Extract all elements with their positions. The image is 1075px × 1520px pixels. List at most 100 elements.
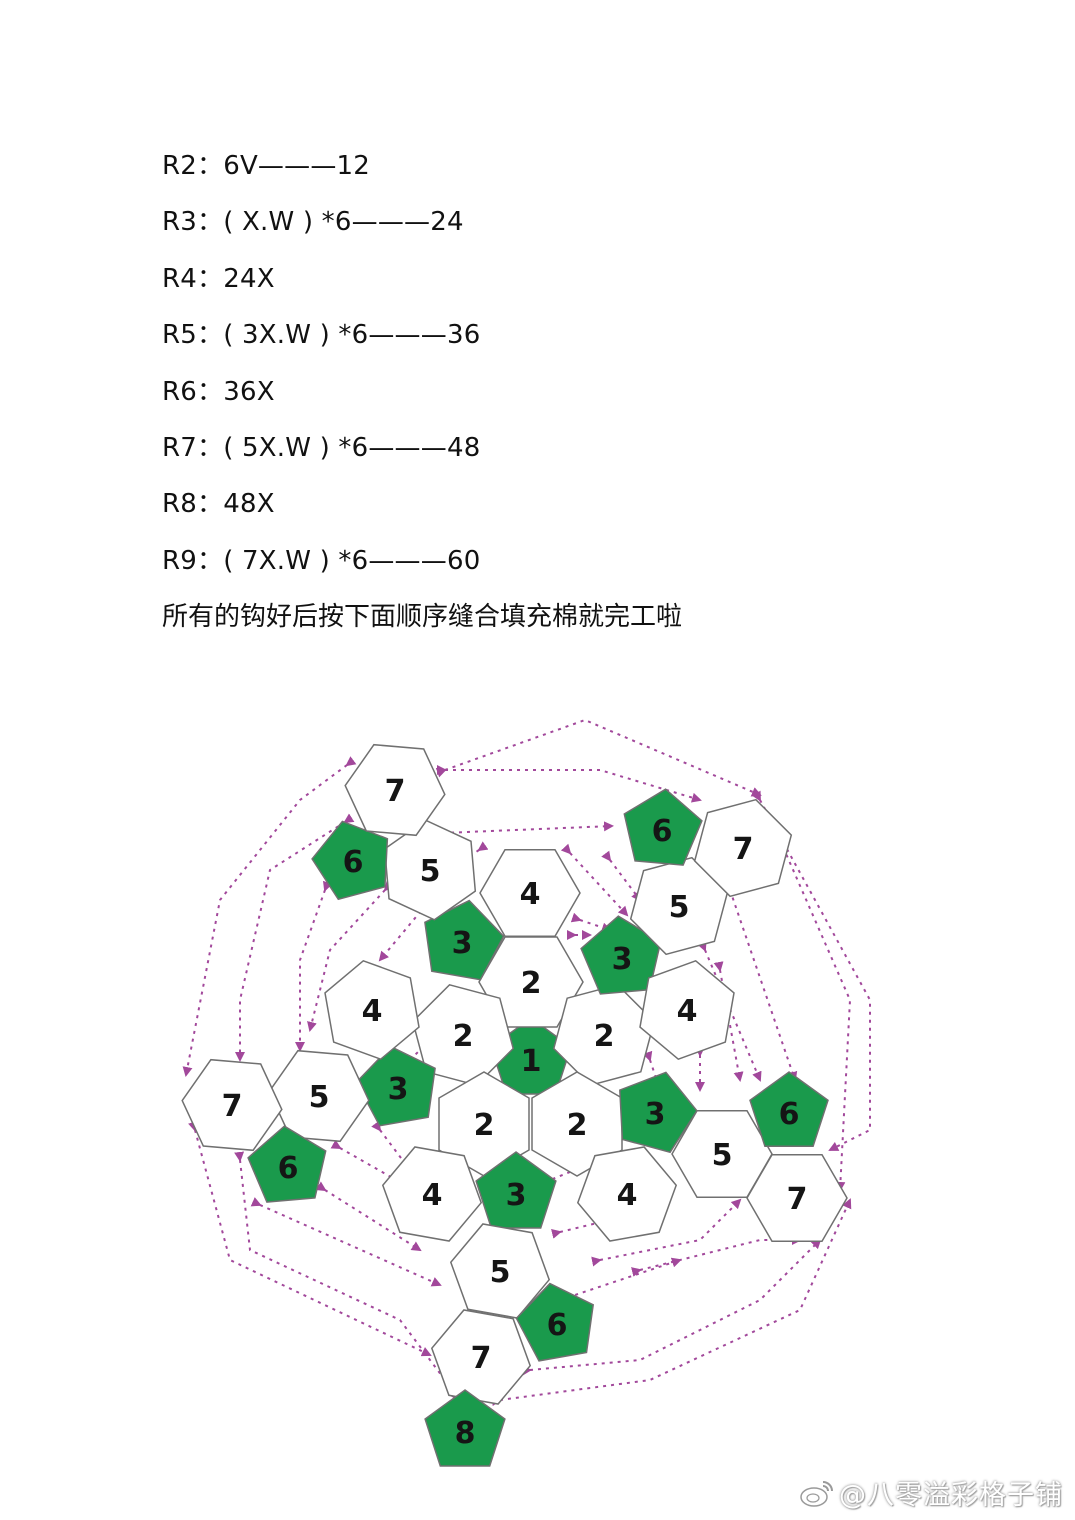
hexagon-piece-2: 2 (531, 1071, 623, 1177)
row-instruction-r7: R7：( 5X.W ) *6———48 (162, 432, 481, 463)
piece-number-label: 2 (521, 966, 542, 1001)
piece-number-label: 3 (452, 926, 473, 961)
pentagon-shape (475, 1151, 557, 1229)
piece-number-label: 7 (222, 1089, 243, 1124)
hexagon-piece-7: 7 (344, 743, 446, 837)
piece-number-label: 5 (669, 890, 690, 925)
watermark: @八零溢彩格子铺 (799, 1473, 1063, 1512)
piece-number-label: 3 (612, 942, 633, 977)
piece-number-label: 7 (385, 774, 406, 809)
seam-arrow (295, 880, 333, 1052)
piece-number-label: 3 (388, 1072, 409, 1107)
hexagon-piece-7: 7 (430, 1309, 532, 1405)
pentagon-piece-8: 8 (424, 1389, 506, 1467)
hexagon-piece-2: 2 (552, 983, 656, 1087)
pentagon-shape (623, 788, 703, 866)
hexagon-piece-7: 7 (181, 1058, 283, 1152)
pentagon-piece-3: 3 (355, 1045, 436, 1127)
piece-number-label: 7 (733, 832, 754, 867)
pentagon-shape (619, 1071, 698, 1154)
hexagon-piece-5: 5 (629, 856, 729, 956)
piece-number-label: 4 (617, 1178, 638, 1213)
hexagon-piece-2: 2 (438, 1071, 530, 1177)
hexagon-piece-5: 5 (268, 1049, 370, 1143)
piece-number-label: 5 (309, 1080, 330, 1115)
piece-number-label: 6 (547, 1308, 568, 1343)
hexagon-piece-4: 4 (576, 1146, 678, 1242)
pentagon-piece-3: 3 (475, 1151, 557, 1229)
piece-number-label: 3 (506, 1178, 527, 1213)
weibo-icon (800, 1480, 833, 1507)
hexagon-piece-4: 4 (479, 848, 581, 938)
piece-number-label: 1 (521, 1044, 542, 1079)
crochet-instructions: R2：6V———12 R3：( X.W ) *6———24 R4：24X R5：… (162, 138, 682, 645)
seam-arrow (535, 1166, 582, 1190)
hexagon-piece-7: 7 (746, 1153, 848, 1243)
row-instruction-r6: R6：36X (162, 376, 275, 407)
hexagon-shape (324, 959, 420, 1061)
pentagon-shape (424, 1389, 506, 1467)
row-instruction-r3: R3：( X.W ) *6———24 (162, 207, 464, 238)
hexagon-shape (629, 856, 729, 956)
piece-number-label: 5 (490, 1255, 511, 1290)
piece-number-label: 4 (677, 994, 698, 1029)
hexagon-shape (381, 1146, 483, 1242)
piece-number-label: 2 (474, 1108, 495, 1143)
piece-number-label: 2 (453, 1019, 474, 1054)
hexagon-shape (576, 1146, 678, 1242)
hexagon-piece-7: 7 (693, 798, 793, 898)
seam-arrow (188, 1120, 432, 1357)
watermark-text: @八零溢彩格子铺 (839, 1480, 1063, 1511)
row-instruction-r5: R5：( 3X.W ) *6———36 (162, 320, 481, 351)
seam-arrow (631, 1235, 802, 1277)
pentagon-shape (311, 820, 389, 901)
row-instruction-r8: R8：48X (162, 489, 275, 520)
pentagon-piece-6: 6 (515, 1282, 595, 1362)
pentagon-piece-3: 3 (580, 915, 662, 995)
hexagon-piece-4: 4 (381, 1146, 483, 1242)
piece-number-label: 7 (787, 1182, 808, 1217)
piece-number-label: 4 (422, 1178, 443, 1213)
piece-number-label: 6 (343, 845, 364, 880)
hexagon-shape (746, 1153, 848, 1243)
piece-number-label: 4 (362, 994, 383, 1029)
piece-number-label: 5 (420, 854, 441, 889)
pentagon-piece-1: 1 (490, 1017, 572, 1095)
seam-arrow (491, 1198, 852, 1407)
hexagon-piece-4: 4 (639, 959, 735, 1061)
piece-number-label: 8 (455, 1416, 476, 1451)
seam-arrow (550, 1257, 682, 1308)
hexagon-shape (430, 1309, 532, 1405)
piece-number-label: 3 (645, 1097, 666, 1132)
pentagon-piece-3: 3 (619, 1071, 698, 1154)
seam-arrow (434, 821, 614, 839)
hexagon-shape (531, 1071, 623, 1177)
piece-number-label: 2 (594, 1019, 615, 1054)
piece-number-label: 6 (779, 1097, 800, 1132)
hexagon-shape (181, 1058, 283, 1152)
hexagon-piece-5: 5 (449, 1223, 551, 1319)
hexagon-piece-2: 2 (411, 983, 515, 1087)
pentagon-shape (749, 1071, 829, 1147)
seam-arrow (234, 1151, 462, 1402)
seam-arrow (435, 718, 762, 797)
row-instruction-r4: R4：24X (162, 263, 275, 294)
row-instruction-r2: R2：6V———12 (162, 151, 371, 181)
seam-arrow (307, 880, 395, 1032)
seam-arrow (182, 756, 357, 1077)
seam-arrow (560, 843, 629, 917)
seam-arrow (315, 1181, 422, 1252)
hexagon-piece-5: 5 (383, 819, 477, 921)
pentagon-piece-6: 6 (247, 1125, 327, 1203)
assembly-note: 所有的钩好后按下面顺序缝合填充棉就完工啦 (162, 602, 683, 633)
pentagon-piece-6: 6 (623, 788, 703, 866)
pentagon-shape (355, 1045, 436, 1127)
pentagon-shape (247, 1125, 327, 1203)
hexagon-shape (344, 743, 446, 837)
seam-arrow (751, 790, 871, 1151)
piece-number-label: 4 (520, 877, 541, 912)
piece-number-label: 6 (278, 1151, 299, 1186)
pentagon-piece-3: 3 (424, 899, 505, 981)
